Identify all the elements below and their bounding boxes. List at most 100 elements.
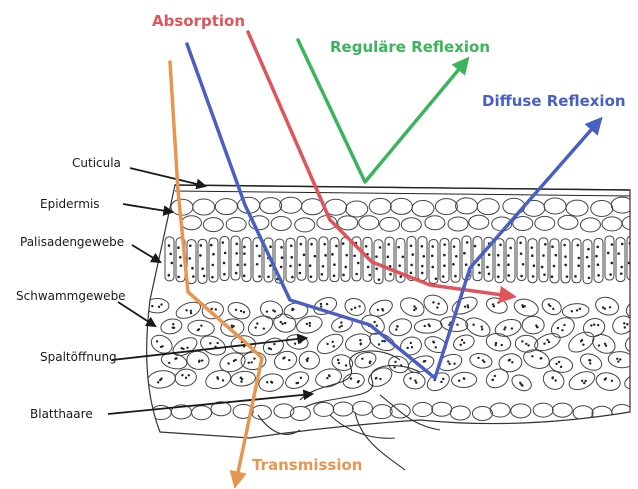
chloroplast bbox=[563, 324, 565, 326]
chloroplast bbox=[424, 360, 426, 362]
chloroplast bbox=[520, 252, 523, 255]
chloroplast bbox=[306, 360, 308, 362]
chloroplast bbox=[361, 358, 363, 360]
chloroplast bbox=[551, 245, 554, 248]
chloroplast bbox=[212, 253, 215, 256]
chloroplast bbox=[326, 343, 328, 345]
chloroplast bbox=[571, 310, 573, 312]
chloroplast bbox=[350, 377, 352, 379]
chloroplast bbox=[358, 305, 360, 307]
chloroplast bbox=[283, 356, 285, 358]
chloroplast bbox=[544, 243, 547, 246]
chloroplast bbox=[456, 324, 458, 326]
chloroplast bbox=[393, 366, 395, 368]
chloroplast bbox=[201, 267, 204, 270]
chloroplast bbox=[617, 360, 619, 362]
absorption-label: Absorption bbox=[152, 12, 245, 30]
chloroplast bbox=[159, 379, 161, 381]
chloroplast bbox=[235, 309, 237, 311]
chloroplast bbox=[200, 325, 202, 327]
chloroplast bbox=[223, 262, 226, 265]
chloroplast bbox=[263, 327, 265, 329]
chloroplast bbox=[415, 382, 417, 384]
chloroplast bbox=[464, 305, 466, 307]
chloroplast bbox=[243, 246, 246, 249]
chloroplast bbox=[280, 246, 283, 249]
chloroplast bbox=[290, 244, 293, 247]
chloroplast bbox=[610, 262, 613, 265]
chloroplast bbox=[222, 241, 225, 244]
cuticula-label: Cuticula bbox=[72, 156, 121, 170]
chloroplast bbox=[281, 323, 283, 325]
chloroplast bbox=[609, 306, 611, 308]
chloroplast bbox=[342, 242, 345, 245]
chloroplast bbox=[435, 278, 438, 281]
chloroplast bbox=[298, 264, 301, 267]
chloroplast bbox=[564, 264, 567, 267]
chloroplast bbox=[365, 245, 368, 248]
chloroplast bbox=[290, 256, 293, 259]
chloroplast bbox=[280, 266, 283, 269]
chloroplast bbox=[509, 247, 512, 250]
chloroplast bbox=[611, 243, 614, 246]
chloroplast bbox=[280, 321, 282, 323]
cuticula-pointer bbox=[130, 168, 205, 186]
chloroplast bbox=[243, 311, 245, 313]
chloroplast bbox=[533, 264, 536, 267]
chloroplast bbox=[590, 324, 592, 326]
chloroplast bbox=[172, 323, 174, 325]
regular-reflection-arrow bbox=[298, 40, 465, 182]
chloroplast bbox=[199, 254, 202, 257]
chloroplast bbox=[598, 344, 600, 346]
chloroplast bbox=[501, 344, 503, 346]
chloroplast bbox=[472, 324, 474, 326]
chloroplast bbox=[507, 274, 510, 277]
chloroplast bbox=[536, 326, 538, 328]
chloroplast bbox=[223, 273, 226, 276]
chloroplast bbox=[520, 275, 523, 278]
chloroplast bbox=[595, 255, 598, 258]
chloroplast bbox=[560, 366, 562, 368]
chloroplast bbox=[541, 266, 544, 269]
chloroplast bbox=[453, 363, 455, 365]
chloroplast bbox=[210, 244, 213, 247]
chloroplast bbox=[179, 256, 182, 259]
chloroplast bbox=[586, 256, 589, 259]
chloroplast bbox=[342, 274, 345, 277]
chloroplast bbox=[632, 344, 634, 346]
chloroplast bbox=[410, 244, 413, 247]
chloroplast bbox=[548, 341, 550, 343]
chloroplast bbox=[189, 244, 192, 247]
chloroplast bbox=[211, 308, 213, 310]
chloroplast bbox=[540, 357, 542, 359]
chloroplast bbox=[309, 322, 311, 324]
chloroplast bbox=[532, 275, 535, 278]
chloroplast bbox=[291, 308, 293, 310]
chloroplast bbox=[577, 264, 580, 267]
chloroplast bbox=[463, 252, 466, 255]
chloroplast bbox=[158, 306, 160, 308]
chloroplast bbox=[396, 325, 398, 327]
epidermis-pointer bbox=[123, 204, 172, 212]
chloroplast bbox=[244, 263, 247, 266]
chloroplast bbox=[619, 358, 621, 360]
chloroplast bbox=[413, 305, 415, 307]
chloroplast bbox=[357, 262, 360, 265]
chloroplast bbox=[530, 246, 533, 249]
chloroplast bbox=[382, 309, 384, 311]
chloroplast bbox=[321, 273, 324, 276]
chloroplast bbox=[623, 322, 625, 324]
chloroplast bbox=[340, 321, 342, 323]
chloroplast bbox=[174, 358, 176, 360]
chloroplast bbox=[433, 341, 435, 343]
chloroplast bbox=[494, 375, 496, 377]
chloroplast bbox=[241, 378, 243, 380]
chloroplast bbox=[299, 341, 301, 343]
chloroplast bbox=[191, 267, 194, 270]
chloroplast bbox=[331, 253, 334, 256]
chloroplast bbox=[151, 305, 153, 307]
chloroplast bbox=[411, 253, 414, 256]
chloroplast bbox=[338, 362, 340, 364]
chloroplast bbox=[288, 359, 290, 361]
chloroplast bbox=[611, 380, 613, 382]
